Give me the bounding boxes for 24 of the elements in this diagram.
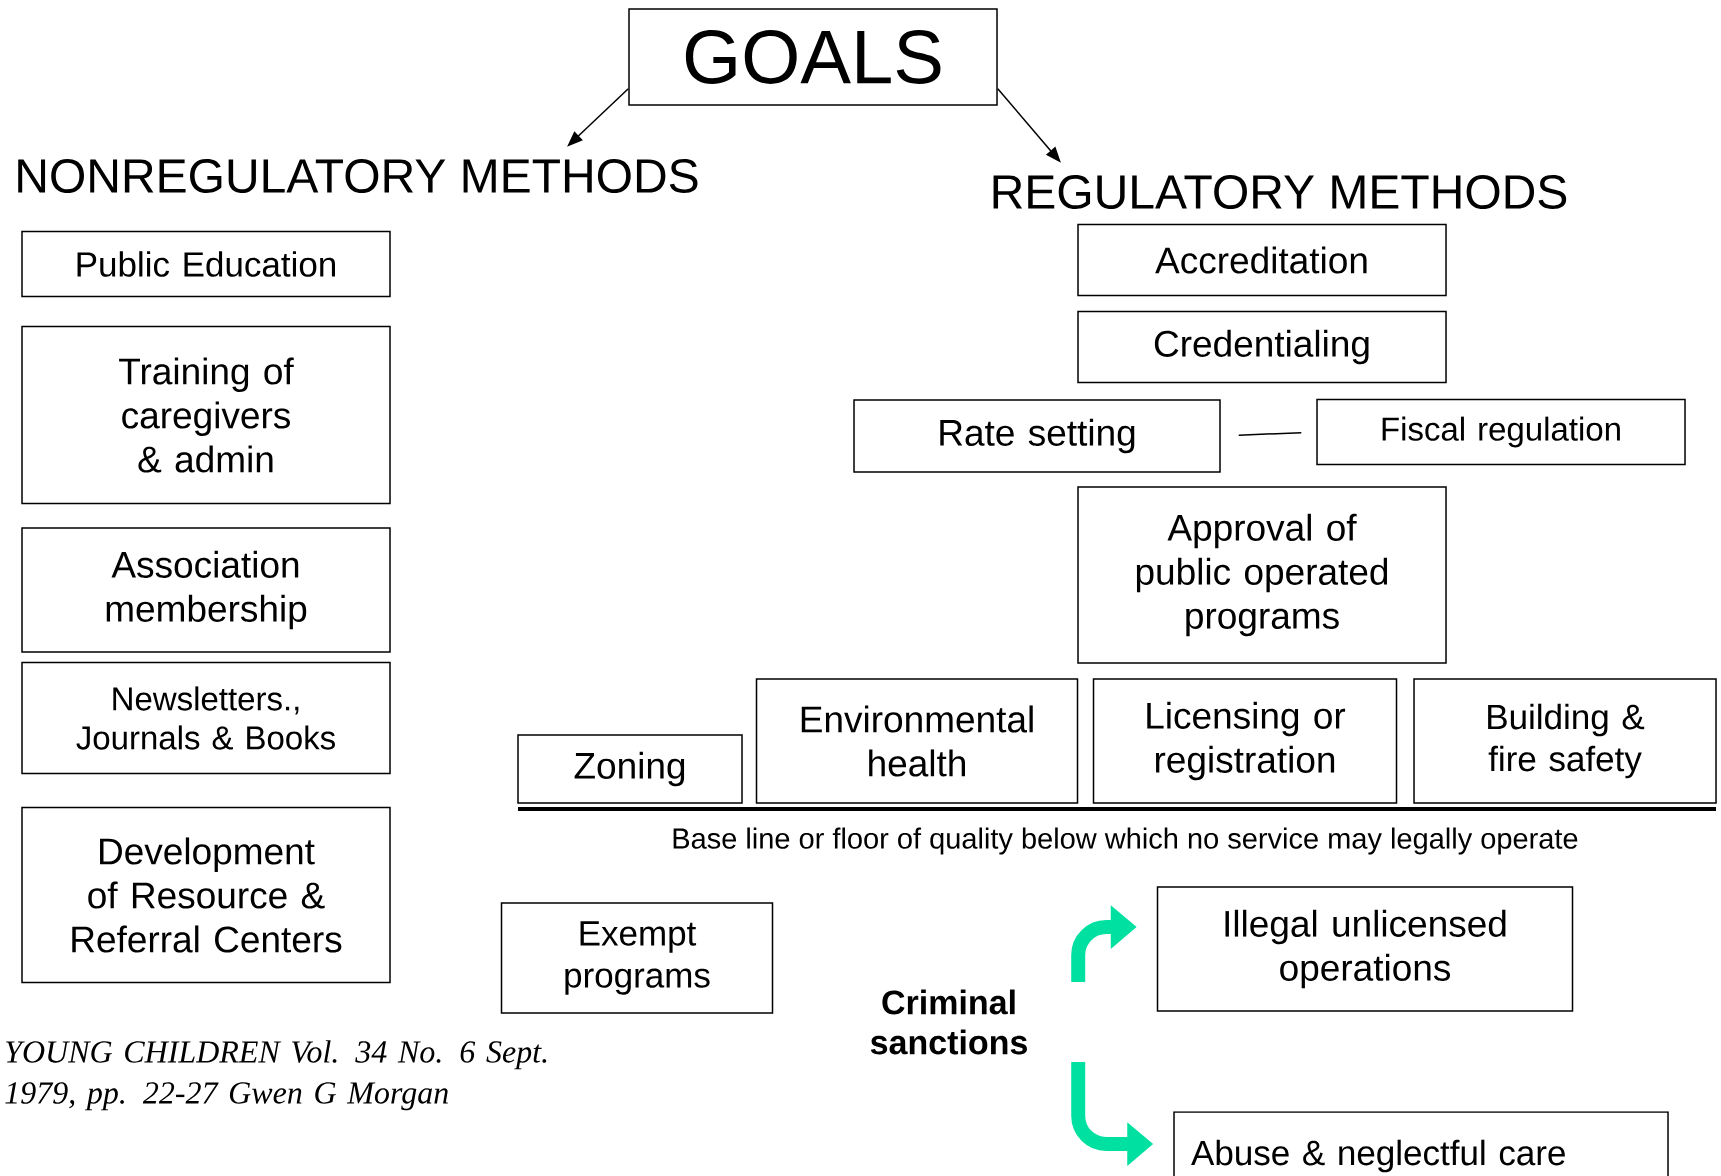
method-box: Public Education [21, 230, 391, 298]
method-box: Newsletters., Journals & Books [21, 661, 391, 775]
arrow [567, 88, 629, 147]
method-box: Zoning [517, 734, 743, 804]
method-box: Abuse & neglectful care [1173, 1111, 1669, 1176]
criminal-sanctions-text: Criminal sanctions [870, 989, 1027, 1055]
method-box: Fiscal regulation [1316, 398, 1686, 466]
method-box: Credentialing [1077, 310, 1447, 384]
method-box: Training of caregivers & admin [21, 325, 391, 505]
heading-text: REGULATORY METHODS [993, 175, 1567, 209]
method-box: Exempt programs [500, 902, 774, 1014]
method-box: Licensing or registration [1092, 678, 1398, 804]
method-box: Rate setting [853, 399, 1221, 473]
heading-text: NONREGULATORY METHODS [18, 159, 698, 193]
method-box: Development of Resource & Referral Centers [21, 806, 391, 984]
goals-box: GOALS [628, 8, 998, 106]
citation: YOUNG CHILDREN Vol. 34 No. 6 Sept. 1979, pp. 22-27 Gwen G Morgan [5, 1040, 547, 1111]
method-box: Illegal unlicensed operations [1156, 886, 1574, 1012]
method-box: Building & fire safety [1413, 678, 1717, 804]
method-box: Approval of public operated programs [1077, 486, 1447, 664]
method-box: Accreditation [1077, 223, 1447, 297]
method-box: Environmental health [755, 678, 1079, 804]
baseline-note: Base line or floor of quality below which no service may legally operate [673, 827, 1578, 855]
method-box: Association membership [21, 527, 391, 653]
